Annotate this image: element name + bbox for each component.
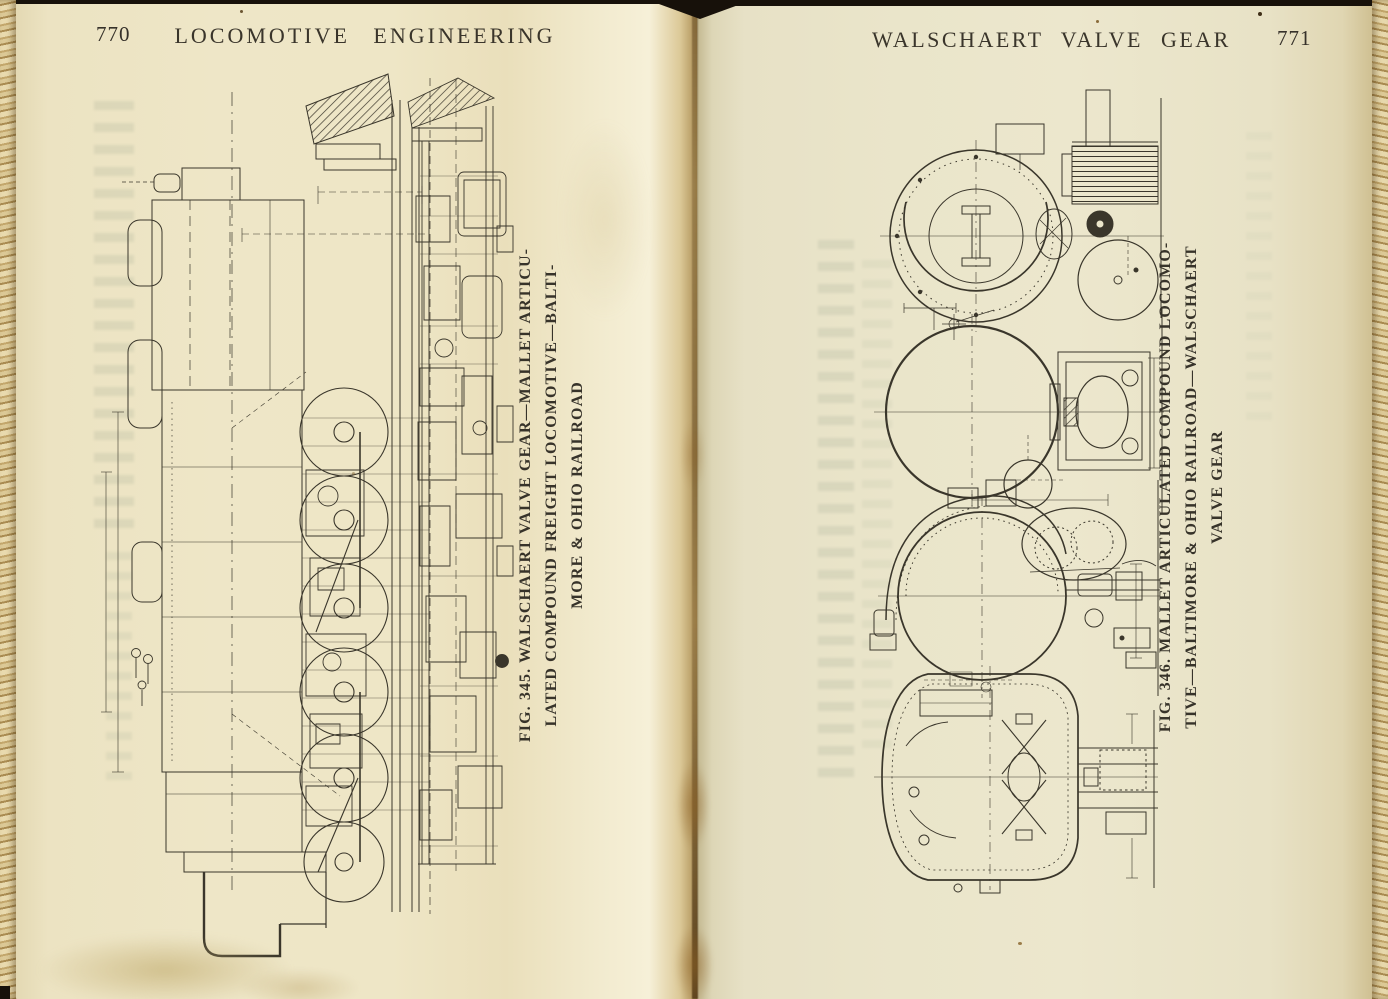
gutter-stain [676, 760, 710, 850]
running-head-left: LOCOMOTIVE ENGINEERING [174, 23, 556, 48]
corner-shadow [0, 986, 10, 999]
fig345-sectional-strip-drawing [400, 76, 518, 876]
fig345-caption-line3: MORE & OHIO RAILROAD [569, 381, 586, 609]
foxing-dot [352, 472, 355, 475]
fig346-caption: FIG. 346. MALLET ARTICULATED COMPOUND LO… [1153, 222, 1233, 752]
left-page [14, 0, 697, 999]
gutter-stain [674, 925, 714, 999]
gutter-stain [680, 420, 706, 490]
foxing-dot [240, 10, 243, 13]
fig345-caption-line2: LATED COMPOUND FREIGHT LOCOMOTIVE—BALTI- [543, 263, 560, 727]
fig346-cylinder-section-drawing [868, 300, 1168, 520]
right-page [697, 5, 1376, 999]
fig346-boiler-dome-section-drawing [864, 468, 1164, 703]
fig345-caption: FIG. 345. WALSCHAERT VALVE GEAR—MALLET A… [513, 210, 593, 780]
page-number-right: 771 [1277, 26, 1312, 50]
fig345-main-elevation-drawing [92, 72, 437, 917]
foxing-dot [1258, 12, 1262, 16]
foxing-dot [1018, 942, 1022, 945]
page-fore-edge-right [1372, 0, 1388, 999]
binding-top-edge [0, 0, 1388, 4]
binding-top-edge [697, 0, 1388, 6]
fig346-caption-line1: FIG. 346. MALLET ARTICULATED COMPOUND LO… [1157, 241, 1174, 733]
fig346-caption-line3: VALVE GEAR [1209, 430, 1226, 544]
foxing-dot [1096, 20, 1099, 23]
fig346-caption-line2: TIVE—BALTIMORE & OHIO RAILROAD—WALSCHAER… [1183, 245, 1200, 729]
fig345-caption-line1: FIG. 345. WALSCHAERT VALVE GEAR—MALLET A… [517, 247, 534, 743]
running-head-right: WALSCHAERT VALVE GEAR [872, 27, 1231, 52]
page-number-left: 770 [96, 22, 131, 46]
gutter-crease [692, 6, 698, 999]
page-fore-edge-left [0, 0, 16, 999]
fig346-smokebox-section-drawing [868, 84, 1168, 324]
fig346-firebox-section-drawing [862, 652, 1162, 902]
